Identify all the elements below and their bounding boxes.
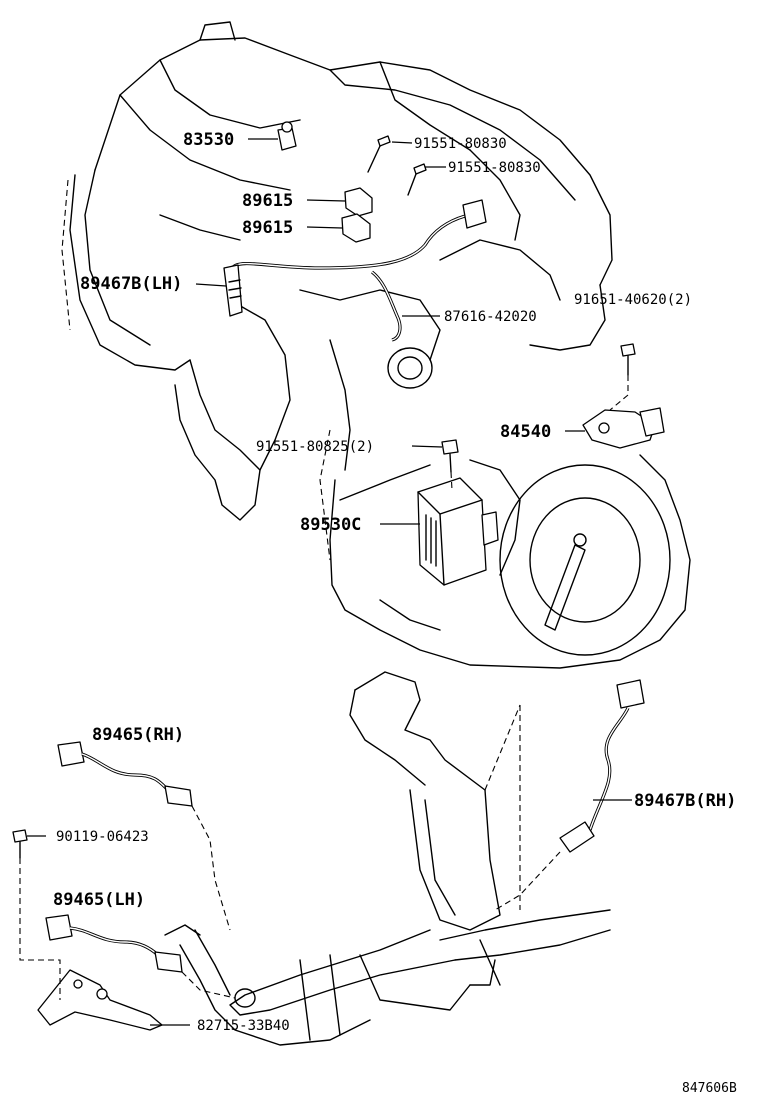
label-89467b-lh: 89467B(LH): [80, 274, 182, 294]
label-91551-80830-a: 91551-80830: [414, 136, 507, 152]
label-87616-42020: 87616-42020: [444, 309, 537, 325]
engine-block-illustration: [69, 21, 613, 521]
label-89465-lh: 89465(LH): [53, 890, 145, 910]
label-89530c: 89530C: [300, 515, 361, 535]
exhaust-pipe-illustration: [164, 671, 611, 1046]
oxygen-sensor-lh-illustration: [45, 914, 183, 973]
wire-harness-illustration: [230, 199, 487, 342]
oxygen-sensor-rh-downstream-illustration: [559, 679, 645, 853]
part-labels: 83530 91551-80830 91551-80830 89615 8961…: [53, 130, 737, 1096]
bolt-illustration: [12, 135, 636, 859]
label-82715-33b40: 82715-33B40: [197, 1018, 290, 1034]
bracket-illustration: [37, 969, 163, 1031]
knock-sensor-illustration: [341, 187, 373, 243]
label-83530: 83530: [183, 130, 234, 150]
leader-lines: [27, 138, 632, 1026]
label-90119-06423: 90119-06423: [56, 829, 149, 845]
relation-lines: [19, 179, 629, 1000]
transmission-illustration: [329, 454, 691, 669]
label-89615-a: 89615: [242, 191, 293, 211]
label-89467b-rh: 89467B(RH): [634, 791, 736, 811]
oxygen-sensor-rh-illustration: [57, 741, 193, 807]
ecu-module-illustration: [417, 477, 499, 586]
label-89465-rh: 89465(RH): [92, 725, 184, 745]
oil-pressure-switch-illustration: [277, 121, 297, 151]
label-84540: 84540: [500, 422, 551, 442]
label-89615-b: 89615: [242, 218, 293, 238]
oxygen-sensor-illustration: [223, 264, 243, 317]
label-91551-80830-b: 91551-80830: [448, 160, 541, 176]
neutral-switch-illustration: [582, 407, 665, 449]
label-91651-40620: 91651-40620(2): [574, 292, 692, 308]
label-91551-80825: 91551-80825(2): [256, 439, 374, 455]
drawing-id: 847606B: [682, 1081, 737, 1096]
